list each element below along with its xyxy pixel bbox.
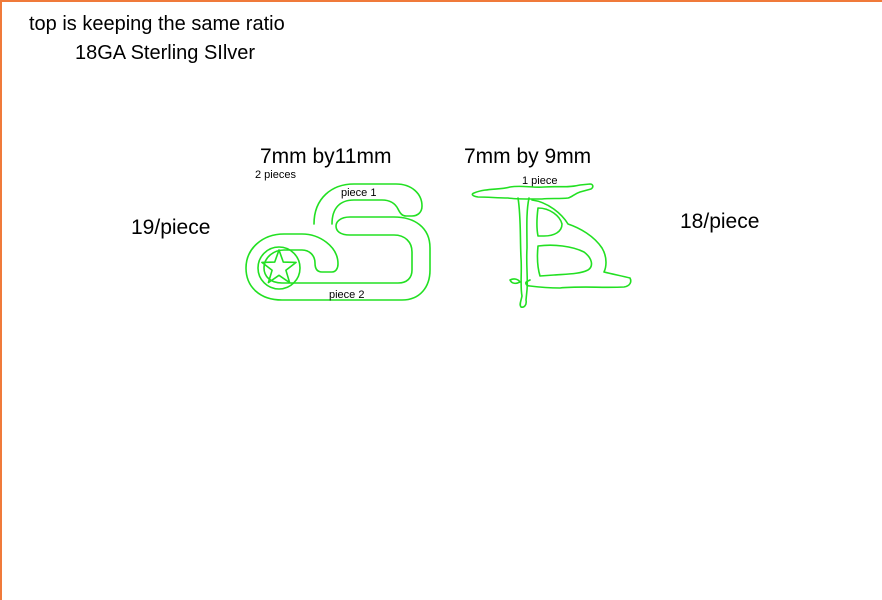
note-ratio: top is keeping the same ratio (29, 13, 285, 35)
s-pendant-price: 19/piece (131, 216, 211, 239)
note-material: 18GA Sterling SIlver (75, 42, 256, 64)
s-pendant-piece1-outline (313, 183, 423, 225)
b-pendant-price: 18/piece (680, 210, 760, 233)
s-pendant-size: 7mm by11mm (260, 145, 392, 168)
tb-b-lower-loop-outline (536, 244, 593, 277)
tb-flourish-outline (509, 278, 521, 285)
tb-b-bowl-outline (525, 199, 632, 289)
b-pendant-count: 1 piece (522, 175, 558, 187)
star-icon (261, 249, 297, 284)
tb-b-upper-loop-outline (536, 207, 563, 237)
tb-stem-outline (517, 197, 530, 308)
s-pendant-piece1-label: piece 1 (341, 187, 376, 199)
s-pendant-piece2-label: piece 2 (329, 289, 364, 301)
star-circle-icon (257, 246, 301, 290)
s-pendant-count: 2 pieces (255, 169, 296, 181)
b-pendant-outline (471, 183, 632, 308)
s-pendant-outline: piece 1 piece 2 (245, 183, 431, 301)
s-pendant-piece2-outline (245, 216, 431, 301)
tb-crossbar-outline (471, 183, 594, 200)
b-pendant-size: 7mm by 9mm (464, 145, 592, 168)
